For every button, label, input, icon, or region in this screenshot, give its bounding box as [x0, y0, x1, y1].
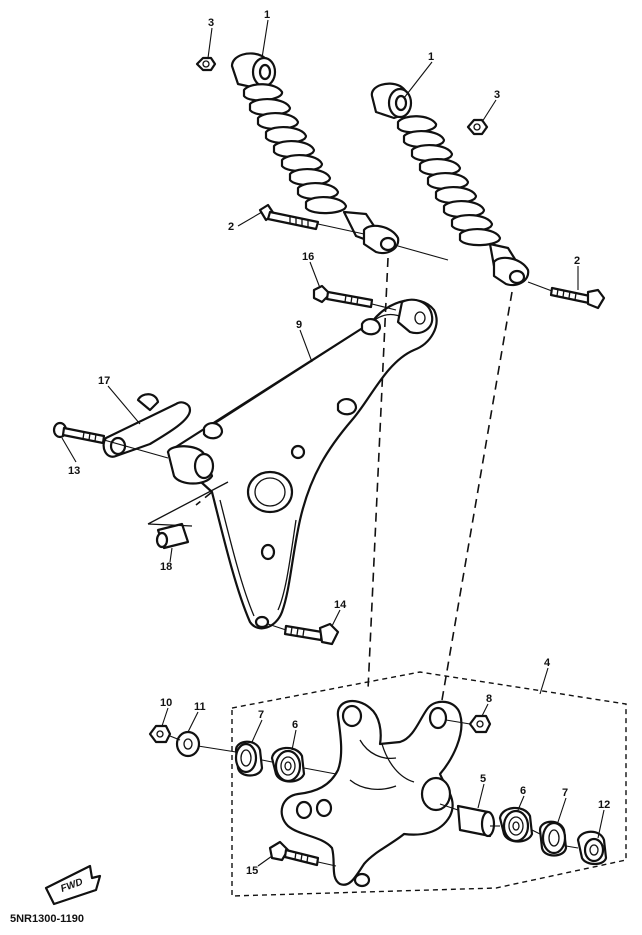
spring-coils: [242, 83, 348, 215]
callout-7-left: 7: [258, 709, 264, 721]
spring-coils: [396, 115, 502, 247]
diagram-code: 5NR1300-1190: [10, 913, 84, 925]
callout-12: 12: [598, 799, 610, 811]
relay-arm: [166, 298, 438, 630]
bolt-left-shock: [258, 203, 320, 231]
oil-seal-7-right: [538, 820, 568, 857]
nut-upper-right: [466, 118, 489, 136]
callout-3-left: 3: [208, 17, 214, 29]
connecting-link: [280, 699, 463, 888]
nut-8: [468, 714, 492, 734]
rear-shock-absorber-left: [230, 52, 400, 255]
bolt-14: [283, 622, 340, 646]
callout-6-right: 6: [520, 785, 526, 797]
rear-shock-absorber-right: [370, 82, 530, 287]
nut-upper-left: [195, 56, 217, 72]
callout-14: 14: [334, 599, 347, 611]
callout-2-right: 2: [574, 255, 580, 267]
callout-16: 16: [302, 251, 314, 263]
pivot-collar: [166, 445, 215, 485]
callout-7-right: 7: [562, 787, 568, 799]
callout-17: 17: [98, 375, 110, 387]
callout-leaders: [61, 19, 605, 867]
callout-18: 18: [160, 561, 172, 573]
nut-10: [148, 724, 172, 744]
bolt-right-shock: [549, 286, 606, 310]
callout-4: 4: [544, 657, 551, 669]
bolt-13: [52, 421, 106, 445]
callout-3-right: 3: [494, 89, 500, 101]
callout-8: 8: [486, 693, 492, 705]
callout-6-left: 6: [292, 719, 298, 731]
oil-seal-7-left: [234, 740, 264, 777]
callout-1-right: 1: [428, 51, 434, 63]
callout-numbers: 1 1 2 2 3 3 4 5 6 6 7 7 8 9 10 11 12 13 …: [68, 9, 610, 877]
callout-10: 10: [160, 697, 172, 709]
callout-9: 9: [296, 319, 302, 331]
callout-15: 15: [246, 865, 258, 877]
bracket: [102, 393, 192, 458]
callout-1-left: 1: [264, 9, 270, 21]
callout-11: 11: [194, 701, 206, 713]
assembly-4-boundary: [231, 671, 627, 897]
collar-18: [155, 522, 190, 550]
bearing-6-left: [270, 746, 306, 783]
callout-5: 5: [480, 773, 486, 785]
bolt-15: [268, 840, 320, 867]
fwd-arrow: FWD: [44, 864, 102, 906]
bolt-16: [312, 284, 374, 309]
washer-11: [175, 730, 201, 758]
callout-2-left: 2: [228, 221, 234, 233]
collar-5: [456, 804, 496, 838]
callout-13: 13: [68, 465, 80, 477]
bearing-6-right: [498, 806, 534, 843]
collar-12: [576, 830, 608, 866]
